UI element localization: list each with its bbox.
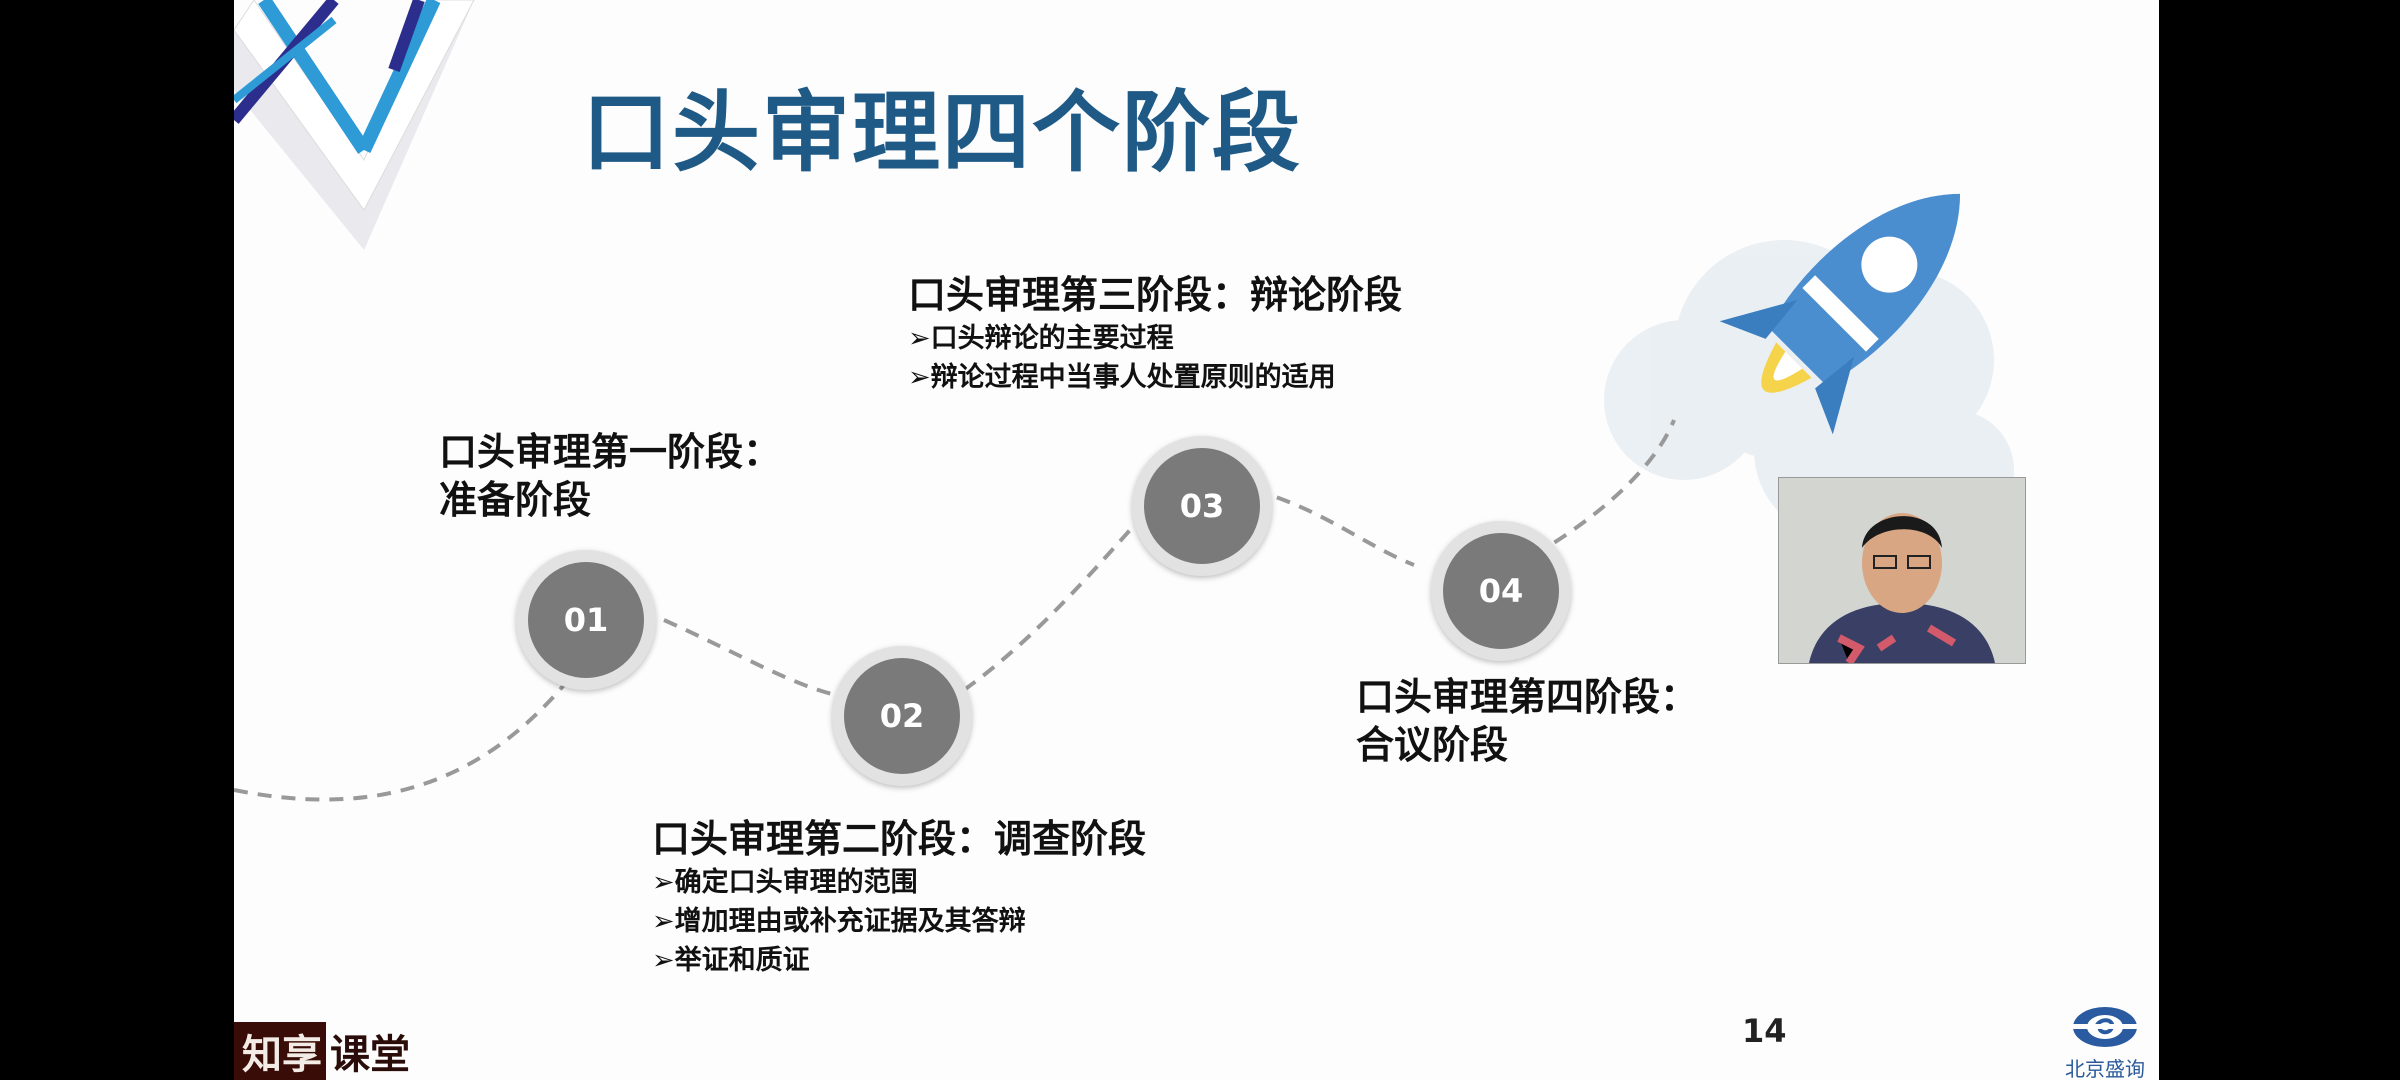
stage-1-title-line1: 口头审理第一阶段： bbox=[439, 430, 782, 474]
page-title: 口头审理四个阶段 bbox=[582, 81, 1303, 184]
presenter-avatar bbox=[1779, 478, 2025, 663]
stage-circle-04: 04 bbox=[1431, 521, 1571, 661]
stage-circle-03: 03 bbox=[1132, 436, 1272, 576]
brand-part1: 知享 bbox=[234, 1022, 326, 1080]
stage-2-text: 口头审理第二阶段：调查阶段 ➢确定口头审理的范围 ➢增加理由或补充证据及其答辩 … bbox=[652, 815, 1146, 980]
slide: 口头审理四个阶段 01 02 03 04 口头审理第一阶段： 准备阶段 口头审理… bbox=[234, 0, 2159, 1080]
stage-3-bullet: ➢口头辩论的主要过程 bbox=[908, 323, 1174, 354]
rocket-illustration bbox=[1604, 193, 2014, 540]
presenter-video[interactable] bbox=[1778, 477, 2026, 664]
corner-decoration bbox=[234, 0, 475, 250]
stage-circle-01: 01 bbox=[516, 550, 656, 690]
timeline-path bbox=[234, 419, 1676, 802]
brand-part2: 课堂 bbox=[330, 1032, 410, 1078]
stage-3-title: 口头审理第三阶段：辩论阶段 bbox=[908, 273, 1403, 317]
stage-3-bullet: ➢辩论过程中当事人处置原则的适用 bbox=[908, 362, 1336, 393]
company-logo: 北京盛询 bbox=[2060, 1005, 2150, 1080]
stage-3-text: 口头审理第三阶段：辩论阶段 ➢口头辩论的主要过程 ➢辩论过程中当事人处置原则的适… bbox=[908, 271, 1402, 397]
logo-text: 北京盛询 bbox=[2065, 1057, 2145, 1080]
rocket-icon bbox=[1719, 193, 1961, 435]
stage-1-text: 口头审理第一阶段： 准备阶段 bbox=[439, 428, 781, 524]
stage-2-bullet: ➢确定口头审理的范围 bbox=[652, 867, 918, 898]
page-number: 14 bbox=[1742, 1012, 1787, 1050]
stage-4-text: 口头审理第四阶段： 合议阶段 bbox=[1356, 673, 1698, 769]
stage-2-bullet: ➢增加理由或补充证据及其答辩 bbox=[652, 906, 1026, 937]
stage-1-title-line2: 准备阶段 bbox=[439, 478, 592, 522]
stage-circle-02: 02 bbox=[832, 646, 972, 786]
stage-4-title-line1: 口头审理第四阶段： bbox=[1356, 675, 1699, 719]
stage-2-bullet: ➢举证和质证 bbox=[652, 945, 810, 976]
stage-4-title-line2: 合议阶段 bbox=[1356, 723, 1509, 767]
brand-watermark: 知享 课堂 bbox=[234, 1022, 410, 1080]
stage-2-title: 口头审理第二阶段：调查阶段 bbox=[652, 817, 1147, 861]
logo-icon bbox=[2070, 1007, 2140, 1047]
